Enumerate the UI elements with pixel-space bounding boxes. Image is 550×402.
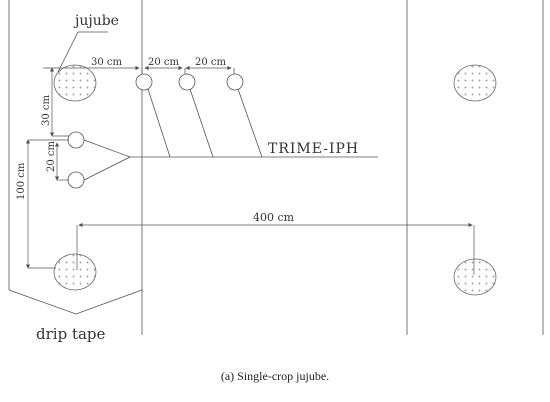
- dim-label-30cm-vertical: 30 cm: [41, 94, 52, 126]
- jujube-tree-top-right: [453, 64, 497, 102]
- dim-label-30cm-horizontal: 30 cm: [91, 57, 123, 68]
- dim-label-400cm: 400 cm: [253, 211, 295, 224]
- probe-access-tube: [226, 73, 244, 91]
- jujube-tree-top-left: [53, 64, 97, 102]
- jujube-label: jujube: [73, 13, 119, 29]
- probes-left: [67, 131, 85, 189]
- dim-label-100cm: 100 cm: [16, 162, 27, 200]
- probe-access-tube: [178, 73, 196, 91]
- drip-tape-pointer: [8, 289, 143, 315]
- dim-label-20cm-a: 20 cm: [148, 57, 180, 68]
- probe-access-tube: [135, 73, 153, 91]
- sensor-label: TRIME-IPH: [268, 141, 359, 157]
- probe-access-tube: [67, 131, 85, 149]
- row-lines: [8, 0, 544, 335]
- sensor-leader-lines: [83, 88, 378, 181]
- dim-label-20cm-vertical: 20 cm: [46, 140, 57, 172]
- drip-tape-label: drip tape: [36, 325, 106, 343]
- jujube-tree-bottom-right: [453, 258, 497, 296]
- probe-access-tube: [67, 171, 85, 189]
- jujube-tree-bottom-left: [53, 253, 97, 291]
- jujube-leader-line: [57, 31, 108, 73]
- jujube-trees: [53, 64, 497, 296]
- figure-caption: (a) Single-crop jujube.: [220, 369, 330, 383]
- dim-label-20cm-b: 20 cm: [195, 57, 227, 68]
- probes-top: [135, 68, 244, 91]
